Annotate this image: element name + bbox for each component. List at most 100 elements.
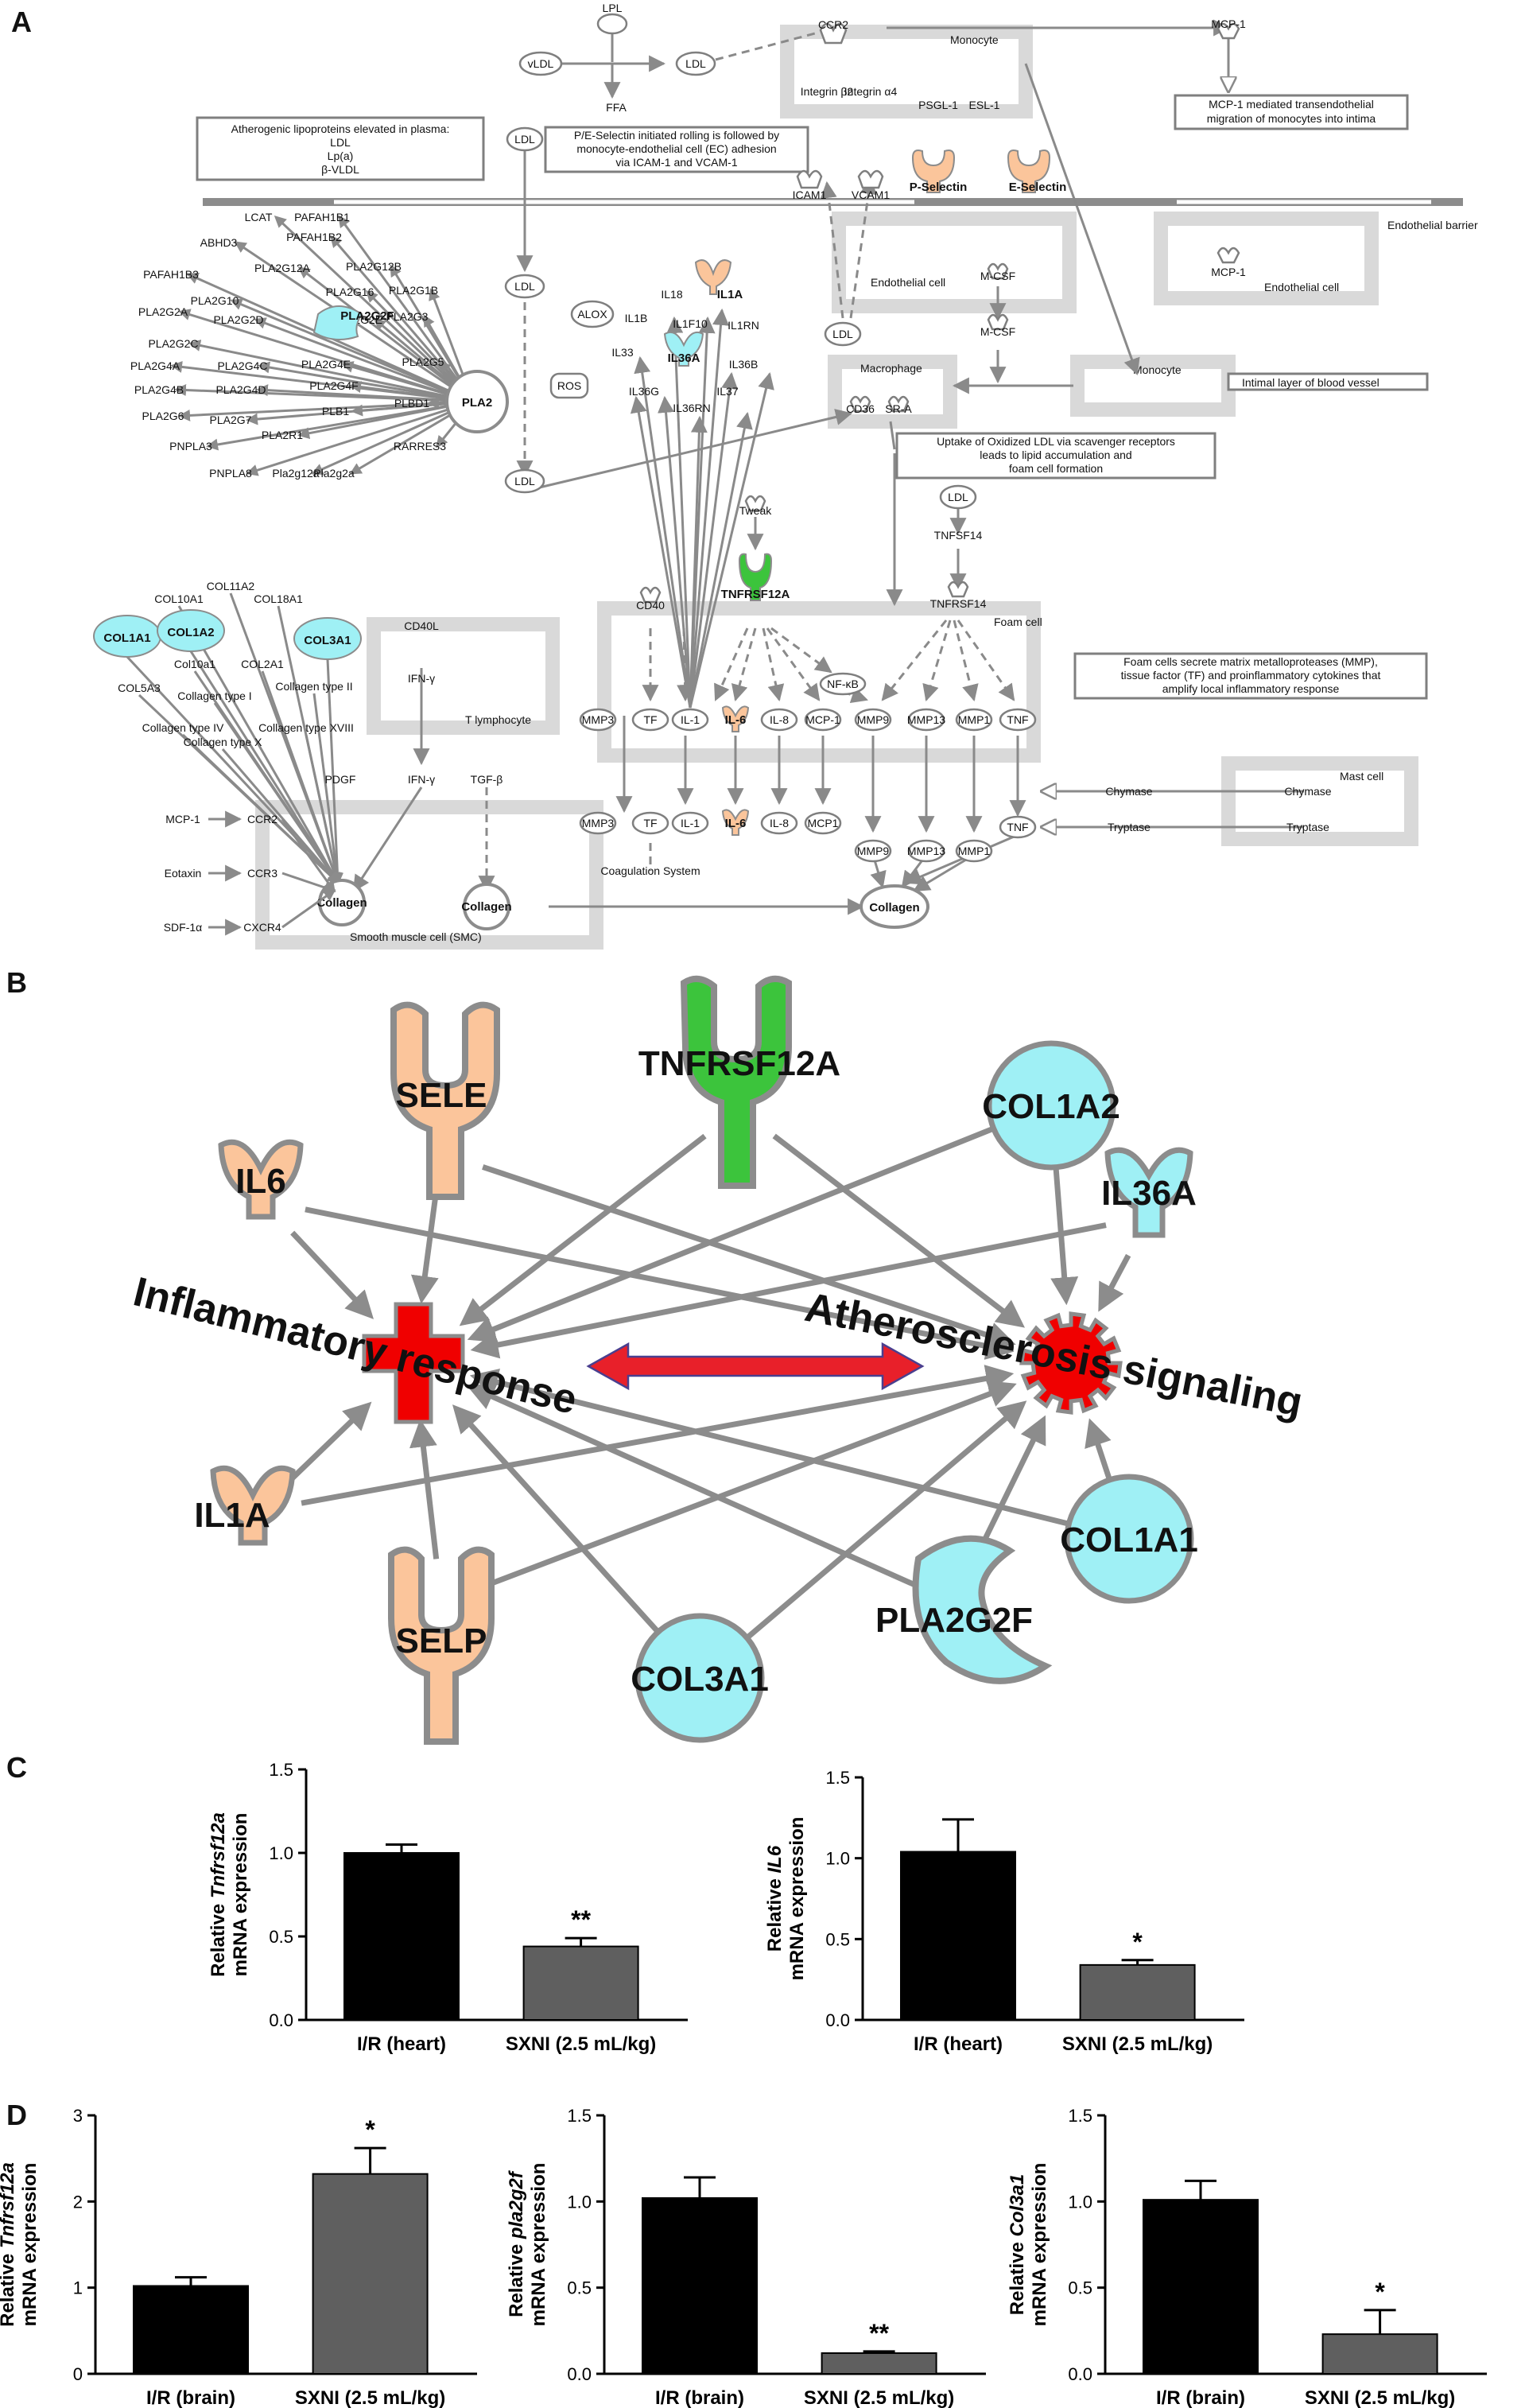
il36b-node: IL36B <box>729 358 759 371</box>
foam-product-il8: IL-8 <box>770 713 789 726</box>
tnfrsf12a-node: TNFRSF12A <box>721 553 790 601</box>
y-axis-label-line2: mRNA expression <box>786 1817 808 1981</box>
secreted-shape <box>579 811 617 835</box>
il-ray-edges <box>630 308 774 709</box>
mcsf-node: M-CSF <box>980 262 1015 282</box>
network-edge <box>731 1400 1027 1653</box>
svg-text:IL36G: IL36G <box>629 385 659 398</box>
pla2-gene-rarres3: RARRES3 <box>394 440 446 452</box>
network-edge <box>482 1164 1016 1350</box>
network-edge <box>410 1196 439 1304</box>
pla2g2f-network-node: PLA2G2F <box>875 1535 1053 1684</box>
vldl-node: vLDL <box>518 51 563 76</box>
integrin-b2-node: Integrin β2 <box>801 85 854 98</box>
secreted-shape <box>854 839 892 863</box>
y-axis-label-line1: Relative IL6 <box>764 1845 786 1952</box>
chemokine-sdf1: SDF-1α <box>164 921 203 934</box>
y-tick-label: 1.0 <box>1068 2192 1092 2212</box>
svg-text:IL1A: IL1A <box>194 1496 270 1535</box>
pla2-hub: PLA2 <box>445 370 509 433</box>
foam-product-shape <box>760 708 798 732</box>
collagen-fan-edges <box>126 592 343 885</box>
pla2-gene-pla2g3: PLA2G3 <box>386 310 429 323</box>
svg-text:IL33: IL33 <box>611 346 633 359</box>
svg-text:LDL: LDL <box>514 133 535 146</box>
svg-text:Coagulation System: Coagulation System <box>600 864 700 877</box>
note-foam: Foam cells secrete matrix metalloproteas… <box>1073 652 1428 700</box>
integrin-a4-node: Integrin α4 <box>844 85 898 98</box>
panel-b-network: Inflammatory response Atherosclerosis si… <box>129 975 1306 1745</box>
y-tick-label: 0.5 <box>825 1929 850 1949</box>
y-tick-label: 0.0 <box>567 2364 592 2384</box>
svg-text:NF-κB: NF-κB <box>827 678 859 690</box>
sra-node: SR-A <box>885 395 912 415</box>
vcam1-node: VCAM1 <box>852 169 890 201</box>
collagen-gene-collagentypeii: Collagen type II <box>275 680 352 693</box>
svg-text:TNFRSF12A: TNFRSF12A <box>638 1044 840 1083</box>
pla2-edge <box>246 400 474 476</box>
collagen-gene-col2a1: COL2A1 <box>241 658 284 670</box>
y-axis-label-line2: mRNA expression <box>528 2163 549 2327</box>
ldl-node-left: LDL <box>506 126 544 152</box>
x-category-label: SXNI (2.5 mL/kg) <box>295 2387 445 2408</box>
svg-text:IL18: IL18 <box>661 288 682 301</box>
y-tick-label: 1.0 <box>825 1849 850 1869</box>
foam-product-shape <box>631 708 669 732</box>
svg-text:IL1A: IL1A <box>717 288 743 301</box>
significance-mark: * <box>1132 1928 1143 1956</box>
psgl1-node: PSGL-1 <box>918 99 958 111</box>
nfkb-node: NF-κB <box>819 672 867 696</box>
pla2-gene-pla2g2a: PLA2G2A <box>138 305 188 318</box>
foam-product-mmp1: MMP1 <box>958 713 991 726</box>
pla2-fan-edges <box>170 215 475 476</box>
col1a1-network-node: COL1A1 <box>1060 1474 1198 1604</box>
secreted-mcp1: MCP1 <box>808 817 839 829</box>
x-category-label: I/R (brain) <box>1156 2387 1245 2408</box>
collagen-edge <box>221 748 340 885</box>
tgfb-node: TGF-β <box>471 773 503 786</box>
svg-text:IL36RN: IL36RN <box>673 402 710 414</box>
collagen-smc-2: Collagen <box>461 883 512 930</box>
col3a1-network-node: COL3A1 <box>631 1613 769 1743</box>
receptor-cxcr4: CXCR4 <box>243 921 281 934</box>
note-rolling: P/E-Selectin initiated rolling is follow… <box>544 126 809 173</box>
secreted-il8: IL-8 <box>770 817 789 829</box>
svg-text:MCP-1: MCP-1 <box>1211 17 1246 30</box>
svg-text:Collagen: Collagen <box>461 900 511 914</box>
ldl-node-ec: LDL <box>824 321 862 347</box>
svg-text:Uptake of Oxidized LDL via sca: Uptake of Oxidized LDL via scavenger rec… <box>937 435 1175 448</box>
il37-node: IL37 <box>716 385 738 398</box>
chymase-node-out: Chymase <box>1105 785 1152 798</box>
svg-text:IFN-γ: IFN-γ <box>408 773 435 786</box>
svg-text:TNFRSF12A: TNFRSF12A <box>721 588 790 601</box>
monocyte-top-label: Monocyte <box>950 33 999 46</box>
smc-compartment <box>255 800 603 950</box>
pla2-gene-pla2g4d: PLA2G4D <box>215 383 266 396</box>
inflammatory-response-hub <box>362 1302 465 1424</box>
pla2-edge <box>230 298 474 403</box>
pla2-gene-pla2g2c: PLA2G2C <box>148 337 198 350</box>
collagen-gene-col10a1: COL10A1 <box>154 592 204 605</box>
endothelial-barrier-label: Endothelial barrier <box>1387 219 1478 231</box>
il1b-node: IL1B <box>625 312 648 324</box>
collagen-gene-collagentypex: Collagen type X <box>184 736 263 748</box>
svg-text:tissue factor (TF) and proinfl: tissue factor (TF) and proinflammatory c… <box>1121 669 1381 682</box>
y-axis-label-line1: Relative Tnfrsf12a <box>0 2162 18 2327</box>
svg-text:PLA2G2F: PLA2G2F <box>340 309 394 323</box>
y-tick-label: 2 <box>73 2192 83 2212</box>
tnfrsf14-node: TNFRSF14 <box>930 581 987 610</box>
network-edge <box>469 1368 1088 1532</box>
monocyte-compartment <box>780 25 1033 118</box>
y-axis-label-line2: mRNA expression <box>19 2163 41 2327</box>
svg-text:IFN-γ: IFN-γ <box>408 672 435 685</box>
x-category-label: SXNI (2.5 mL/kg) <box>804 2387 954 2408</box>
edge-monocyte-monocyte <box>1024 63 1140 375</box>
collagen-gene-col5a3: COL5A3 <box>118 682 161 694</box>
ccr2-node: CCR2 <box>818 18 848 45</box>
bar <box>1321 2333 1438 2375</box>
intimal-layer-box <box>1227 372 1429 391</box>
foam-product-shape <box>804 708 842 732</box>
svg-text:Tryptase: Tryptase <box>1286 821 1329 833</box>
